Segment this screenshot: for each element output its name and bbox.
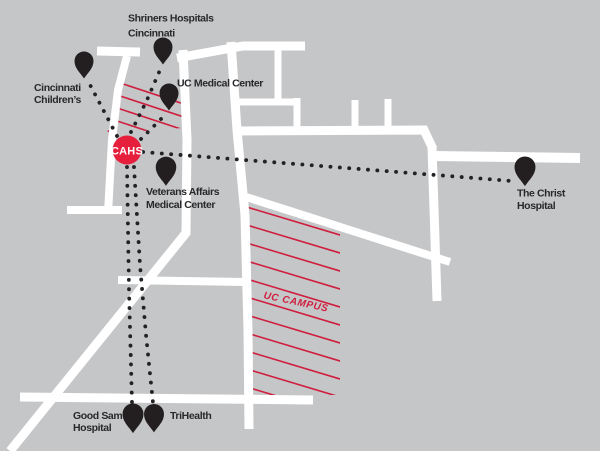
label-christ-line1: The Christ bbox=[517, 188, 566, 200]
label-childrens-line2: Children’s bbox=[34, 94, 82, 106]
trail-trihealth bbox=[132, 165, 155, 405]
road-cahs-west bbox=[104, 54, 131, 214]
uc-campus-hatch-area bbox=[246, 204, 340, 395]
map-labels: Shriners Hospitals Cincinnati Cincinnati… bbox=[34, 13, 566, 435]
trail-good-sam bbox=[125, 165, 134, 405]
cahs-marker: CAHS bbox=[111, 135, 143, 165]
road-bottom bbox=[19, 392, 314, 405]
label-shriners-line1: Shriners Hospitals bbox=[128, 13, 214, 25]
label-christ-line2: Hospital bbox=[517, 200, 556, 212]
road-top-sloped bbox=[176, 41, 305, 63]
label-childrens-line1: Cincinnati bbox=[34, 82, 81, 94]
trail-christ bbox=[141, 150, 514, 183]
road-campus-horizontal bbox=[117, 276, 247, 286]
road-christ bbox=[432, 151, 581, 163]
label-good-sam-line1: Good Sam bbox=[73, 410, 122, 422]
label-good-sam-line2: Hospital bbox=[73, 422, 112, 434]
road-campus-west bbox=[226, 41, 254, 430]
trail-uc-medical bbox=[139, 112, 168, 141]
road-mid-diagonal bbox=[241, 192, 452, 266]
trail-childrens bbox=[86, 79, 119, 138]
cahs-circle bbox=[112, 135, 142, 165]
cahs-label: CAHS bbox=[111, 146, 143, 158]
label-trihealth: TriHealth bbox=[170, 410, 211, 422]
road-main-horizontal bbox=[236, 125, 438, 151]
label-veterans-line2: Medical Center bbox=[146, 199, 215, 211]
label-veterans-line1: Veterans Affairs bbox=[146, 186, 220, 198]
road-east-vertical bbox=[427, 146, 442, 302]
dotted-trails bbox=[86, 68, 514, 405]
trail-shriners bbox=[129, 68, 162, 134]
label-shriners-line2: Cincinnati bbox=[128, 28, 175, 40]
road-top-left bbox=[96, 46, 141, 57]
label-uc-medical: UC Medical Center bbox=[177, 78, 263, 90]
road-network bbox=[6, 41, 581, 451]
road-main-diagonal bbox=[6, 49, 192, 451]
